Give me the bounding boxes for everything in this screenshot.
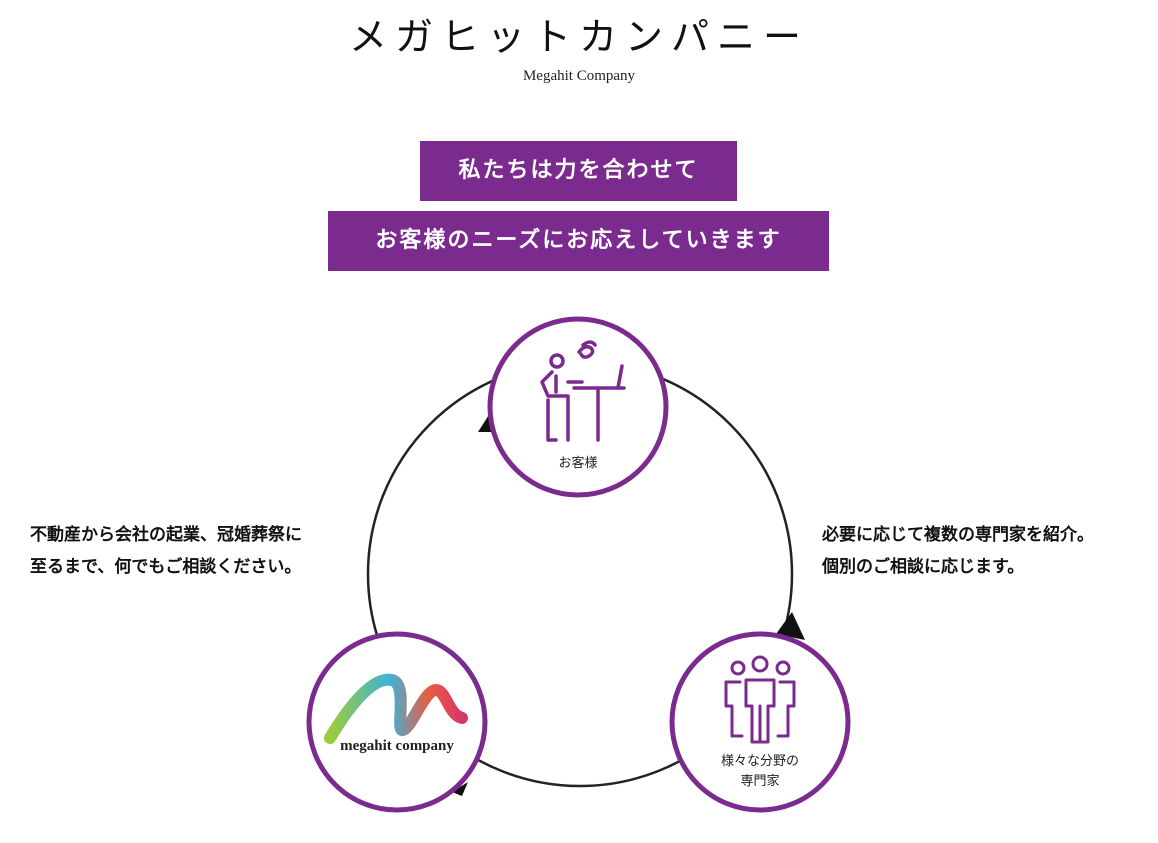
node-customer-label: お客様 (558, 456, 598, 471)
cycle-arrowhead-bottom (452, 782, 468, 796)
node-experts-label-line1: 様々な分野の (720, 754, 799, 769)
banner-line-2: お客様のニーズにお応えしていきます (328, 211, 829, 271)
group-of-people-icon (724, 655, 796, 744)
company-logo-text: megahit company (340, 738, 454, 754)
person-at-desk-icon (540, 340, 626, 442)
megahit-logo (324, 673, 468, 744)
node-company (306, 631, 488, 813)
banner-line-1: 私たちは力を合わせて (420, 141, 737, 201)
node-experts (669, 631, 851, 813)
page-title: メガヒットカンパニー (348, 15, 809, 59)
page-subtitle: Megahit Company (522, 68, 636, 84)
left-description-line2: 至るまで、何でもご相談ください。 (30, 557, 302, 577)
cycle-arrowhead-right (776, 612, 805, 640)
right-description-line2: 個別のご相談に応じます。 (822, 557, 1025, 577)
right-description-line1: 必要に応じて複数の専門家を紹介。 (822, 525, 1094, 545)
right-description: 必要に応じて複数の専門家を紹介。 個別のご相談に応じます。 (822, 519, 1152, 583)
left-description: 不動産から会社の起業、冠婚葬祭に 至るまで、何でもご相談ください。 (30, 519, 370, 583)
left-description-line1: 不動産から会社の起業、冠婚葬祭に (30, 525, 302, 545)
node-experts-label-line2: 専門家 (740, 774, 780, 789)
node-customer (487, 316, 669, 498)
